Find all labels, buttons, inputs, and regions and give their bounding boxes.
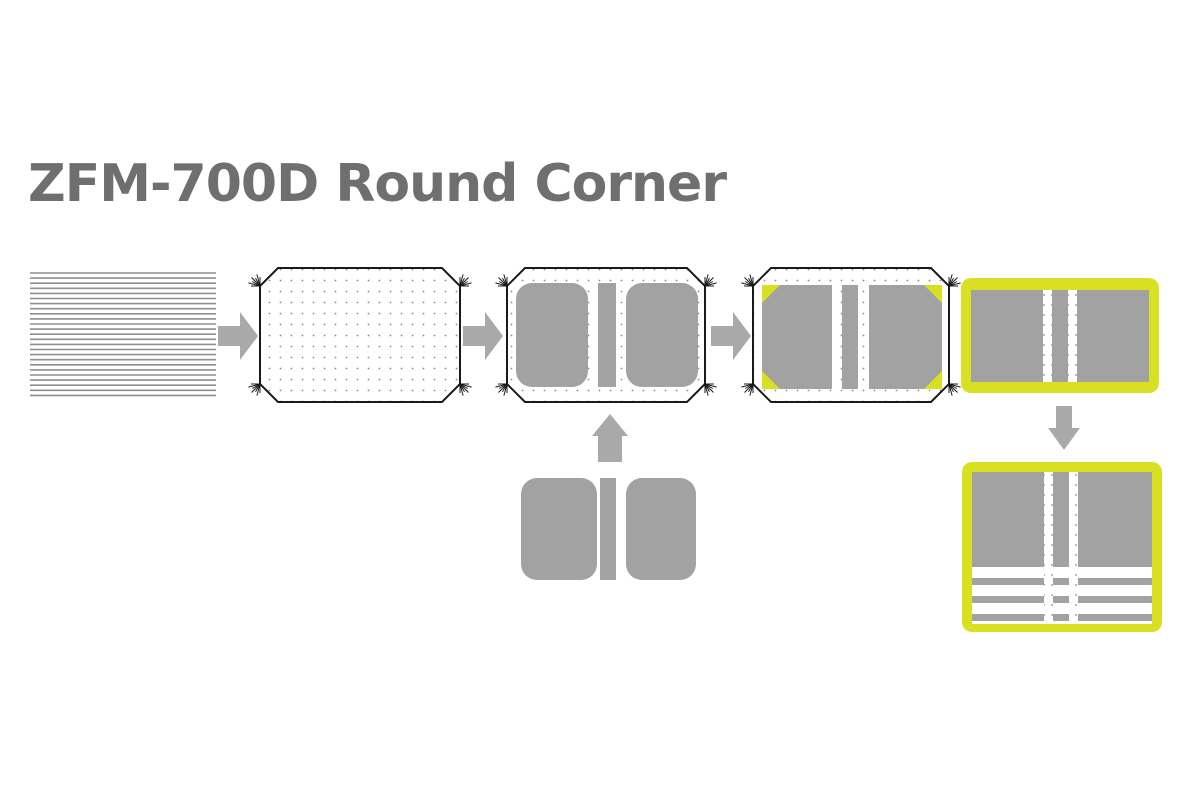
sheet-with-cover [495, 267, 717, 403]
punched-sheet-blank [248, 267, 472, 403]
corner-burst-icon [495, 274, 717, 396]
corner-burst-icon [248, 274, 472, 396]
arrow-down [1048, 406, 1080, 450]
arrow-right-3 [711, 312, 751, 360]
arrow-right-1 [218, 312, 258, 360]
stacked-sheets [30, 272, 216, 397]
cover-panel [521, 478, 696, 580]
arrow-right-2 [463, 312, 503, 360]
corner-burst-icon [741, 274, 961, 396]
finished-board [961, 278, 1159, 393]
diagram-title: ZFM-700D Round Corner [28, 154, 727, 214]
arrow-up [592, 414, 628, 462]
finished-board-lined [962, 462, 1162, 632]
sheet-corners-rounded [741, 267, 961, 403]
